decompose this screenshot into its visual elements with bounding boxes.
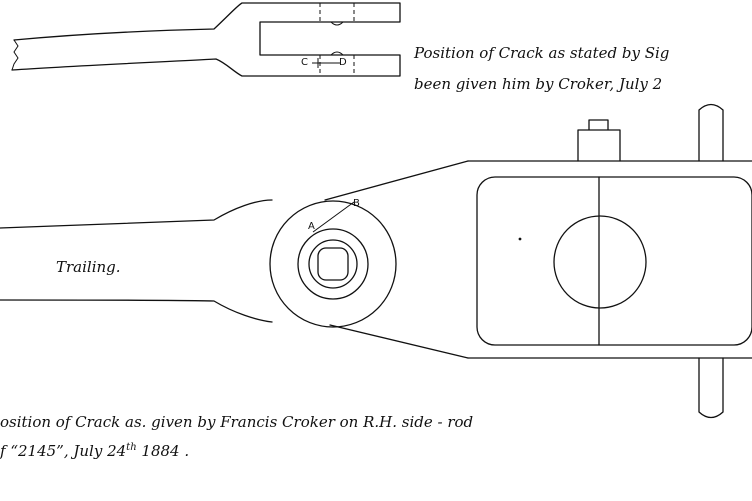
caption-bottom-line-2-superscript: th [126, 442, 137, 453]
fork-notch-upper [330, 21, 344, 26]
caption-bottom-line-1: osition of Crack as. given by Francis Cr… [0, 413, 474, 431]
big-end-upper-edge [324, 160, 469, 201]
boss-inner-ring [297, 228, 369, 300]
point-label-b: B [353, 198, 360, 209]
big-end-lower-edge [329, 324, 469, 359]
top-cotter [577, 119, 621, 162]
brass-window [476, 176, 752, 346]
oil-hole-dot [518, 237, 522, 241]
boss-outer-ring [269, 200, 397, 328]
fork-outline [11, 2, 401, 77]
caption-bottom-line-2-year: 1884 . [136, 442, 190, 460]
point-label-d: D [339, 57, 347, 68]
fork-detail [11, 2, 401, 77]
caption-top-line-1: Position of Crack as stated by Sig [414, 44, 670, 62]
trailing-label: Trailing. [56, 258, 121, 276]
fork-break-line [11, 39, 19, 71]
cross-pin [698, 103, 724, 162]
point-label-a: A [308, 221, 315, 232]
pin-square-head [317, 247, 349, 281]
crank-pin-circle [553, 215, 647, 309]
caption-bottom-line-2-main: f “2145”, July 24 [0, 442, 127, 460]
caption-bottom-line-2: f “2145”, July 24th 1884 . [0, 442, 189, 460]
side-rod-drawing [0, 103, 752, 419]
boss-bore [308, 239, 358, 289]
point-label-c: C [301, 57, 308, 68]
cross-pin-lower [698, 357, 724, 419]
crack-line-ab [312, 201, 355, 233]
caption-top-line-2: been given him by Croker, July 2 [414, 75, 663, 93]
rod-shank-lower-edge [0, 299, 273, 323]
rod-shank-upper-edge [0, 199, 273, 229]
fork-notch-lower [330, 51, 344, 56]
